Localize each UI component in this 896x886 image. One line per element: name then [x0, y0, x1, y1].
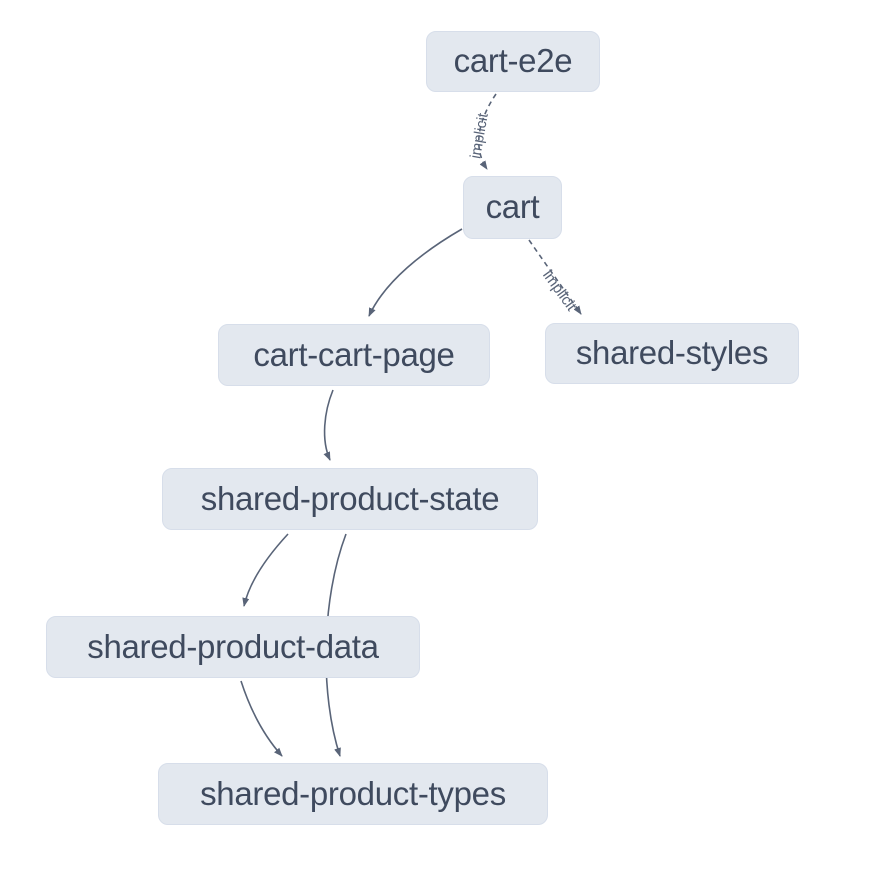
graph-node-shared-product-data[interactable]: shared-product-data — [46, 616, 420, 678]
edge-cart-e2e-to-cart — [477, 93, 497, 170]
graph-node-label: cart-cart-page — [253, 335, 455, 373]
graph-node-label: cart-e2e — [453, 42, 573, 79]
graph-node-label: cart — [485, 188, 540, 225]
graph-node-shared-product-types[interactable]: shared-product-types — [158, 763, 548, 825]
graph-node-label: shared-product-state — [200, 479, 500, 517]
edge-shared-product-data-to-shared-product-types — [240, 680, 283, 757]
graph-node-label: shared-product-data — [87, 627, 379, 665]
edge-shared-product-state-to-shared-product-data — [242, 533, 289, 607]
graph-node-cart-cart-page[interactable]: cart-cart-page — [218, 324, 490, 386]
graph-node-label: shared-product-types — [200, 774, 506, 812]
graph-node-shared-styles[interactable]: shared-styles — [545, 323, 799, 384]
edge-cart-cart-page-to-shared-product-state — [323, 389, 334, 461]
graph-node-cart[interactable]: cart — [463, 176, 562, 239]
edge-cart-to-cart-cart-page — [368, 228, 463, 317]
edge-cart-to-shared-styles — [528, 239, 582, 315]
graph-node-cart-e2e[interactable]: cart-e2e — [426, 31, 600, 92]
graph-node-shared-product-state[interactable]: shared-product-state — [162, 468, 538, 530]
graph-node-label: shared-styles — [575, 334, 769, 371]
